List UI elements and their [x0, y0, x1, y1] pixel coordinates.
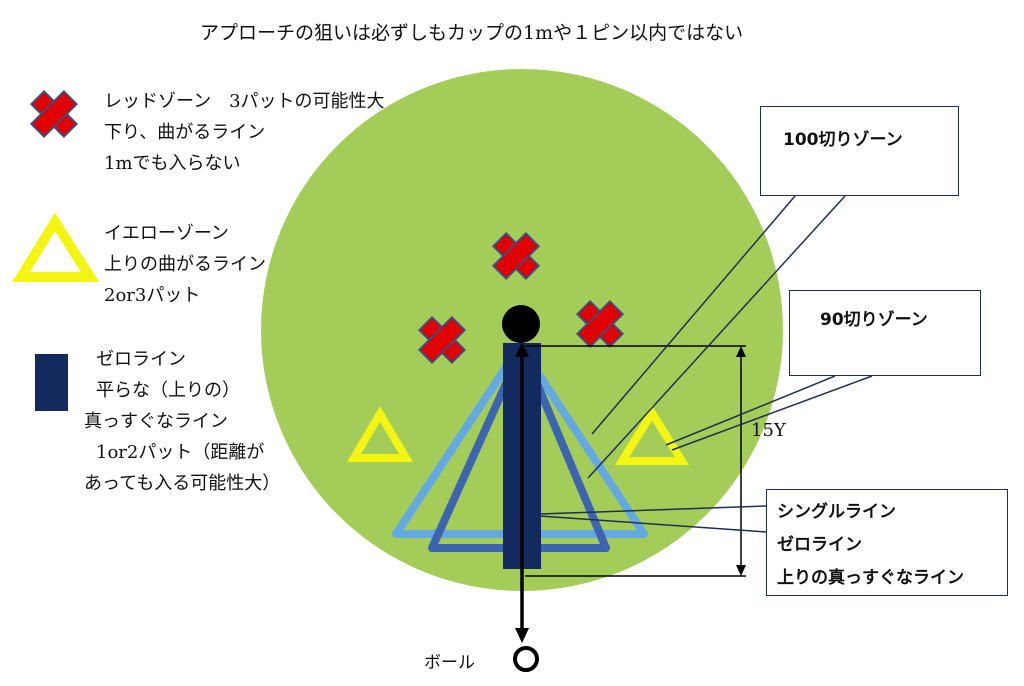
- callout-zone100-label: 100切りゾーン: [783, 130, 903, 150]
- ball-label: ボール: [424, 653, 475, 673]
- cup-hole: [502, 305, 540, 343]
- legend-navy: ゼロライン 平らな（上りの） 真っすぐなライン 1or2パット（距離が あっても…: [84, 344, 280, 499]
- navy-bar-icon: [35, 354, 68, 411]
- callout-zero-line-label: シングルライン: [777, 502, 896, 522]
- legend-red-line: レッドゾーン 3パットの可能性大: [104, 91, 385, 112]
- red-cross-icon: [575, 299, 625, 349]
- legend-navy-line: 1or2パット（距離が: [96, 442, 265, 463]
- callout-zone90-label: 90切りゾーン: [820, 310, 928, 330]
- callout-zero-line-label: ゼロライン: [777, 535, 862, 555]
- yellow-triangle-icon: [346, 406, 414, 462]
- legend-navy-line: あっても入る可能性大）: [84, 473, 281, 494]
- arrow-head-up-icon: [736, 346, 746, 357]
- yellow-triangle-icon: [12, 212, 100, 282]
- page-title: アプローチの狙いは必ずしもカップの1mや１ピン以内ではない: [200, 22, 744, 44]
- arrow-head-down-icon: [515, 628, 529, 643]
- legend-navy-line: 真っすぐなライン: [84, 411, 228, 432]
- zone100-leader-b: [587, 195, 846, 479]
- callout-zero-line: シングルライン ゼロライン 上りの真っすぐなライン: [766, 489, 1008, 596]
- distance-label: 15Y: [751, 420, 786, 441]
- callout-zero-line-label: 上りの真っすぐなライン: [777, 568, 964, 588]
- zero-leader-b: [539, 515, 767, 533]
- red-cross-icon: [417, 315, 467, 365]
- zone100-leader-a: [591, 195, 796, 435]
- legend-yellow-line: イエローゾーン: [104, 223, 229, 244]
- arrow-head-down-icon: [736, 565, 746, 576]
- legend-navy-line: 平らな（上りの）: [96, 380, 240, 401]
- red-cross-icon: [29, 89, 79, 139]
- legend-yellow: イエローゾーン 上りの曲がるライン 2or3パット: [104, 218, 266, 311]
- legend-red-line: 下り、曲がるライン: [104, 122, 266, 143]
- callout-zone100: 100切りゾーン: [760, 106, 959, 196]
- legend-yellow-line: 2or3パット: [104, 285, 201, 306]
- callout-zone90: 90切りゾーン: [789, 290, 981, 376]
- legend-navy-line: ゼロライン: [96, 349, 186, 370]
- zone90-leader-b: [671, 375, 873, 451]
- zero-leader-a: [539, 505, 767, 515]
- arrow-head-up-icon: [515, 342, 529, 357]
- yellow-triangle-icon: [614, 405, 690, 465]
- legend-red: レッドゾーン 3パットの可能性大 下り、曲がるライン 1mでも入らない: [104, 86, 385, 179]
- red-cross-icon: [491, 231, 541, 281]
- ball-icon: [513, 646, 539, 672]
- legend-yellow-line: 上りの曲がるライン: [104, 254, 266, 275]
- legend-red-line: 1mでも入らない: [104, 153, 241, 174]
- zone90-leader-a: [665, 375, 836, 446]
